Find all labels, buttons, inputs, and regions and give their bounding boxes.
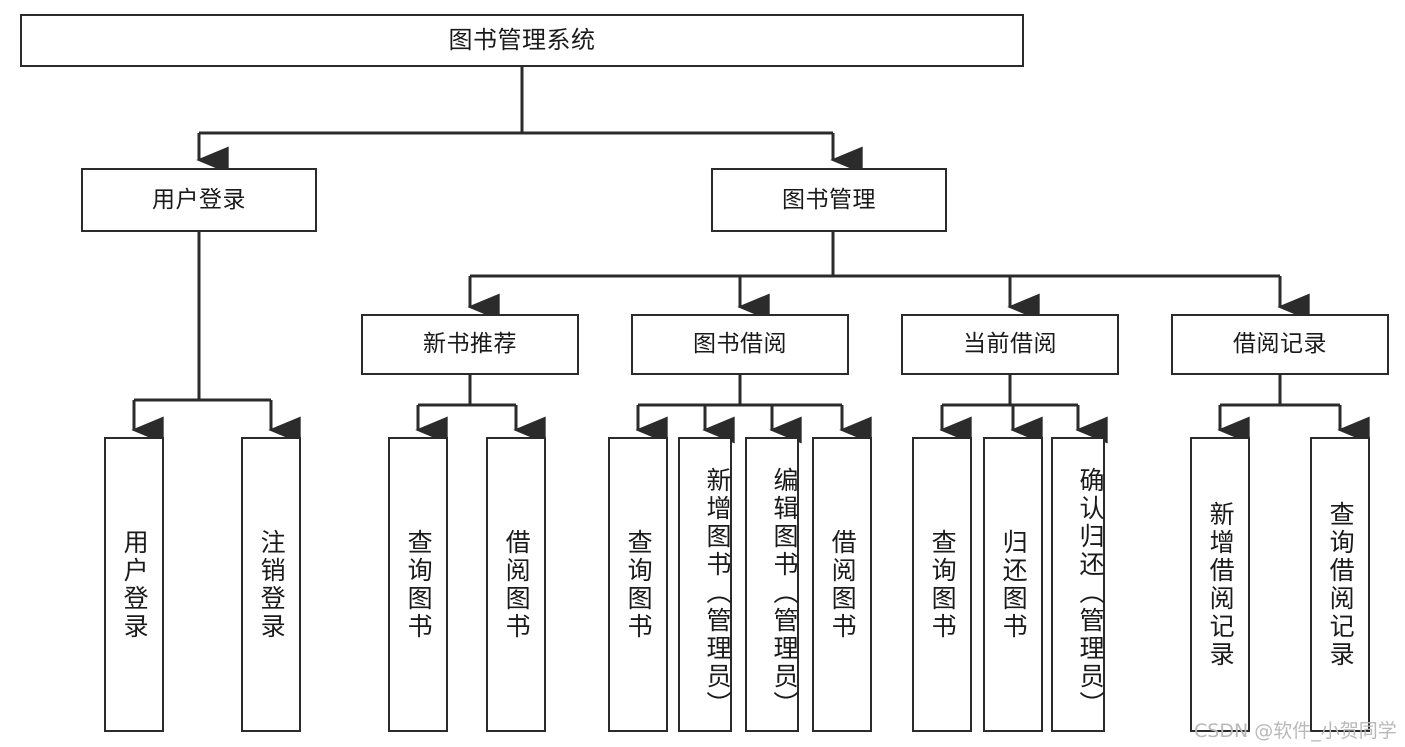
node-leaf-query-record-label: 查询借阅记录 xyxy=(1326,500,1356,669)
node-leaf-logout-label: 注销登录 xyxy=(257,528,287,641)
node-root-label: 图书管理系统 xyxy=(448,25,596,54)
node-leaf-borrow-book-1-label: 借阅图书 xyxy=(502,528,532,641)
node-leaf-borrow-book-1[interactable]: 借阅图书 xyxy=(486,437,546,732)
node-book-manage-label: 图书管理 xyxy=(782,186,876,213)
node-user-login[interactable]: 用户登录 xyxy=(81,168,317,232)
node-leaf-return-book-label: 归还图书 xyxy=(999,528,1029,641)
node-new-book-rec[interactable]: 新书推荐 xyxy=(361,314,579,375)
node-leaf-return-book[interactable]: 归还图书 xyxy=(983,437,1043,732)
node-leaf-add-book-label: 新增图书（管理员） xyxy=(703,466,732,719)
node-leaf-borrow-book-2[interactable]: 借阅图书 xyxy=(812,437,872,732)
node-book-borrow-label: 图书借阅 xyxy=(693,331,787,358)
node-leaf-edit-book[interactable]: 编辑图书（管理员） xyxy=(745,437,799,732)
node-borrow-record-label: 借阅记录 xyxy=(1233,331,1327,358)
node-leaf-edit-book-label: 编辑图书（管理员） xyxy=(770,466,799,719)
csdn-watermark: CSDN @软件_小贺同学 xyxy=(1194,720,1397,742)
node-leaf-add-record-label: 新增借阅记录 xyxy=(1206,500,1236,669)
node-leaf-query-book-2-label: 查询图书 xyxy=(624,528,654,641)
node-leaf-query-book-1-label: 查询图书 xyxy=(404,528,434,641)
node-current-borrow-label: 当前借阅 xyxy=(963,331,1057,358)
node-leaf-query-book-3-label: 查询图书 xyxy=(928,528,958,641)
node-leaf-borrow-book-2-label: 借阅图书 xyxy=(828,528,858,641)
node-leaf-query-book-3[interactable]: 查询图书 xyxy=(912,437,972,732)
node-leaf-user-login[interactable]: 用户登录 xyxy=(104,437,164,732)
node-book-manage[interactable]: 图书管理 xyxy=(711,168,947,232)
node-leaf-query-book-2[interactable]: 查询图书 xyxy=(608,437,668,732)
node-leaf-logout[interactable]: 注销登录 xyxy=(241,437,301,732)
node-current-borrow[interactable]: 当前借阅 xyxy=(901,314,1119,375)
node-borrow-record[interactable]: 借阅记录 xyxy=(1171,314,1389,375)
node-user-login-label: 用户登录 xyxy=(152,186,246,213)
node-leaf-confirm-return-label: 确认归还（管理员） xyxy=(1076,466,1105,719)
node-leaf-confirm-return[interactable]: 确认归还（管理员） xyxy=(1051,437,1105,732)
node-leaf-query-book-1[interactable]: 查询图书 xyxy=(388,437,448,732)
node-book-borrow[interactable]: 图书借阅 xyxy=(631,314,849,375)
node-leaf-add-book[interactable]: 新增图书（管理员） xyxy=(678,437,732,732)
node-new-book-rec-label: 新书推荐 xyxy=(423,331,517,358)
node-root[interactable]: 图书管理系统 xyxy=(20,14,1024,67)
node-leaf-user-login-label: 用户登录 xyxy=(120,528,150,641)
node-leaf-add-record[interactable]: 新增借阅记录 xyxy=(1190,437,1250,732)
node-leaf-query-record[interactable]: 查询借阅记录 xyxy=(1310,437,1370,732)
